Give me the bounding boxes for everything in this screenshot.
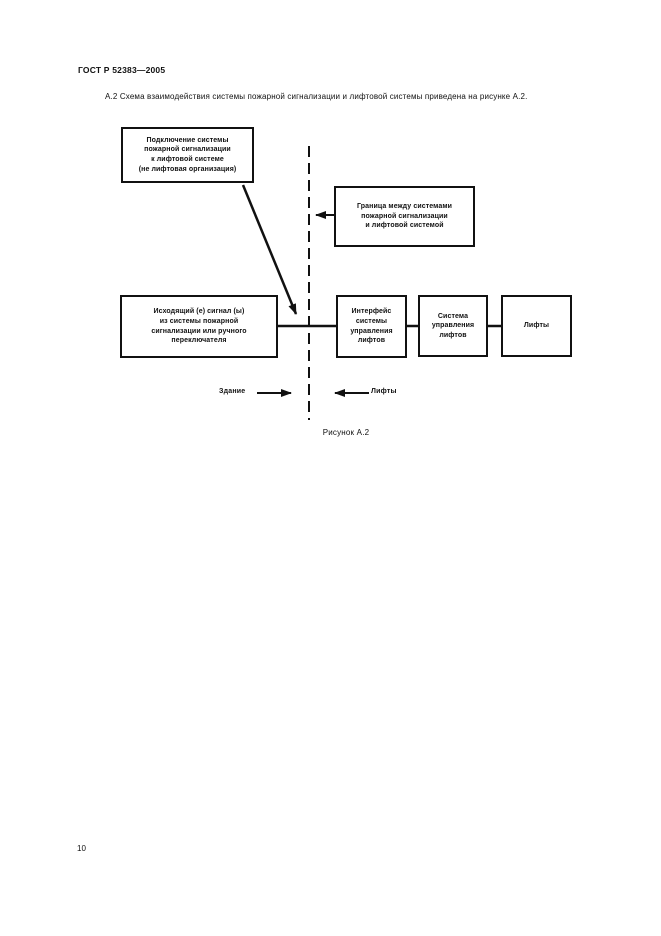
box-connection-note: Подключение системы пожарной сигнализаци… (121, 127, 254, 183)
standard-number-header: ГОСТ Р 52383—2005 (78, 65, 166, 75)
figure-caption: Рисунок А.2 (322, 428, 370, 437)
box-outgoing-signal: Исходящий (е) сигнал (ы) из системы пожа… (120, 295, 278, 358)
label-building-side: Здание (219, 388, 246, 395)
box-boundary-note: Граница между системами пожарной сигнали… (334, 186, 475, 247)
box-lift-control-system: Система управления лифтов (418, 295, 488, 357)
box-lifts: Лифты (501, 295, 572, 357)
box-lift-control-interface: Интерфейс системы управления лифтов (336, 295, 407, 358)
connection-note-arrow (241, 184, 298, 315)
page-number: 10 (77, 844, 86, 853)
label-lifts-side: Лифты (371, 388, 397, 395)
clause-a2-text: А.2 Схема взаимодействия системы пожарно… (105, 92, 528, 101)
